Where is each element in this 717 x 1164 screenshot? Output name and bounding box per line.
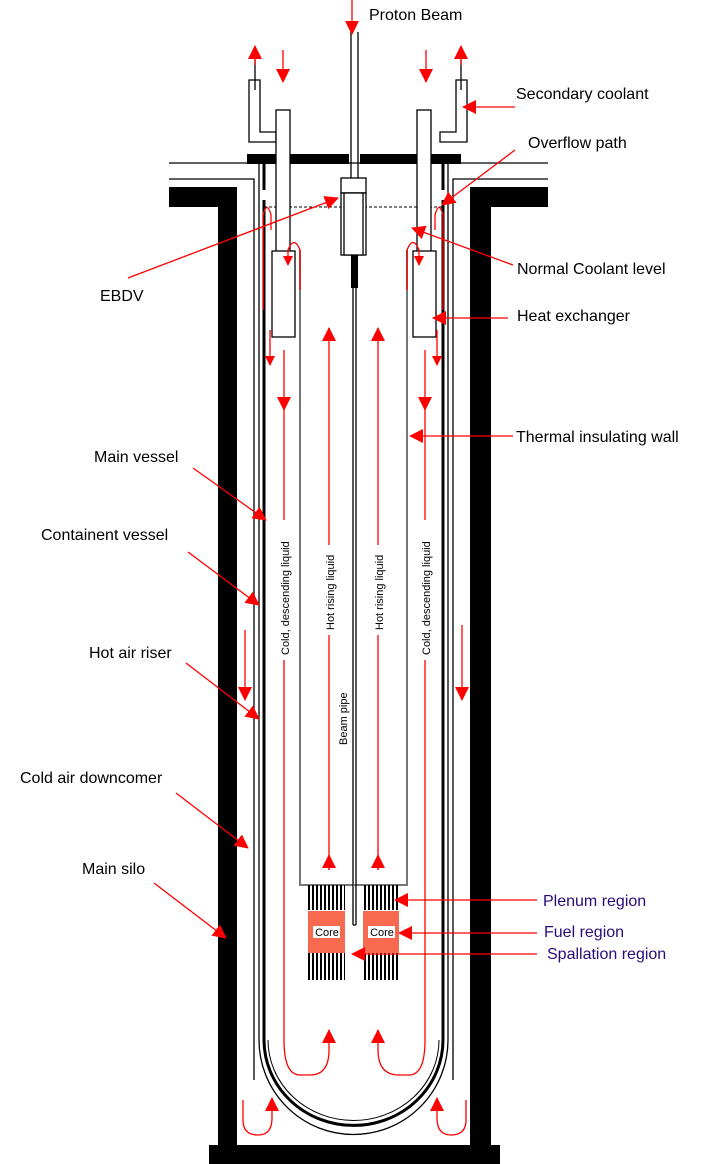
beam-pipe-shield [351, 255, 358, 288]
label-cold-air-downcomer: Cold air downcomer [20, 770, 163, 787]
label-proton-beam: Proton Beam [369, 7, 462, 24]
containment-vessel [258, 164, 449, 1136]
label-secondary-coolant: Secondary coolant [516, 86, 649, 103]
label-ebdv: EBDV [100, 288, 144, 305]
core-right: Core [363, 885, 400, 980]
label-main-vessel: Main vessel [94, 449, 178, 466]
top-plate [247, 154, 461, 164]
label-hot-rising-left: Hot rising liquid [325, 555, 337, 630]
label-beam-pipe: Beam pipe [338, 692, 350, 745]
label-spallation-region: Spallation region [547, 946, 666, 963]
label-hot-air-riser: Hot air riser [89, 645, 172, 662]
leader-lines [127, 100, 537, 961]
core-left: Core [308, 885, 345, 980]
label-plenum-region: Plenum region [543, 893, 646, 910]
main-vessel [262, 164, 445, 1127]
core-label-left: Core [315, 927, 339, 939]
label-cold-descending-right: Cold, descending liquid [421, 541, 433, 655]
heat-exchanger-left [271, 250, 296, 338]
label-thermal-insulating-wall: Thermal insulating wall [516, 429, 679, 446]
beam-pipe [340, 32, 367, 926]
main-silo [169, 187, 548, 1164]
label-cold-descending-left: Cold, descending liquid [280, 541, 292, 655]
label-heat-exchanger: Heat exchanger [517, 308, 631, 325]
label-fuel-region: Fuel region [544, 924, 624, 941]
vertical-labels: Cold, descending liquid Hot rising liqui… [279, 520, 433, 745]
label-main-silo: Main silo [82, 861, 145, 878]
guard-line [267, 1039, 440, 1121]
core-label-right: Core [370, 927, 394, 939]
label-containment-vessel: Containent vessel [41, 527, 168, 544]
heat-exchanger-right [412, 250, 437, 338]
label-normal-coolant-level: Normal Coolant level [517, 261, 666, 278]
label-overflow-path: Overflow path [528, 135, 627, 152]
label-hot-rising-right: Hot rising liquid [374, 555, 386, 630]
callout-labels: Proton Beam Secondary coolant Overflow p… [20, 7, 679, 963]
